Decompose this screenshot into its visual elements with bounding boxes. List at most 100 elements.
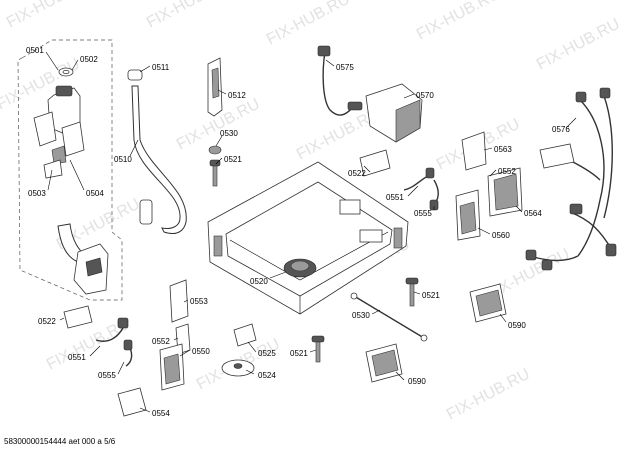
aquastop-fitting — [85, 257, 103, 277]
base-tub-block — [359, 229, 383, 243]
part-label-0553: 0553 — [190, 297, 208, 306]
part-label-0510: 0510 — [114, 155, 132, 164]
part-label-0525: 0525 — [258, 349, 276, 358]
leader-0521b — [413, 291, 421, 295]
bracket-0554 — [117, 387, 147, 417]
pump-sump-inner — [290, 260, 310, 272]
part-label-0522: 0522 — [38, 317, 56, 326]
bracket-0563 — [461, 131, 487, 171]
base-tub-corner — [213, 235, 223, 257]
leader-0551b — [89, 345, 101, 357]
valve-clip — [51, 145, 67, 165]
harness-connector — [605, 243, 617, 257]
part-label-0521: 0521 — [290, 349, 308, 358]
drain-hose — [131, 85, 187, 235]
harness-wire — [577, 99, 605, 257]
hinge-0560-plate — [459, 201, 477, 235]
disc-0524-hub — [233, 363, 243, 369]
part-label-0590: 0590 — [508, 321, 526, 330]
part-0525 — [233, 323, 257, 347]
cable-0551-b — [95, 325, 125, 342]
part-label-0576: 0576 — [552, 125, 570, 134]
leader-0502 — [71, 59, 79, 71]
leader-0501 — [45, 51, 59, 71]
screw-0521-head — [209, 159, 221, 167]
rod-0530-end — [420, 334, 428, 342]
part-label-0504: 0504 — [86, 189, 104, 198]
leader-0525 — [247, 341, 257, 353]
leader-0576 — [565, 117, 577, 129]
screw-0521-b-shaft — [409, 283, 415, 307]
harness-connector — [599, 87, 611, 99]
leader-0511 — [139, 65, 151, 73]
part-label-0552: 0552 — [152, 337, 170, 346]
valve-washer-hole — [62, 70, 70, 75]
watermark: FIX-HUB.RU — [4, 0, 93, 32]
filter-0590-b-ribs — [371, 349, 399, 377]
sensor-0555-b-head — [123, 339, 133, 351]
part-label-0590: 0590 — [408, 377, 426, 386]
leader-0504 — [69, 159, 85, 191]
harness-connector — [575, 91, 587, 103]
leader-0570 — [403, 93, 415, 99]
watermark: FIX-HUB.RU — [144, 0, 233, 32]
leader-0503 — [47, 169, 53, 191]
leader-0522a — [363, 165, 371, 173]
part-label-0554: 0554 — [152, 409, 170, 418]
valve-outlet — [33, 111, 57, 147]
harness-connector — [569, 203, 583, 215]
control-module-0570-side — [395, 99, 421, 143]
leader-0510 — [129, 139, 139, 157]
valve-nut — [55, 85, 73, 97]
cable-0551-a-end — [425, 167, 435, 179]
leader-0564 — [515, 205, 523, 213]
valve-assembly-group — [17, 39, 123, 301]
watermark: FIX-HUB.RU — [414, 0, 503, 44]
base-tub-0520 — [207, 161, 409, 315]
leader-0590b — [395, 371, 405, 381]
part-label-0550: 0550 — [192, 347, 210, 356]
leader-0560 — [477, 227, 491, 235]
part-label-0575: 0575 — [336, 63, 354, 72]
hose-clamp — [127, 69, 143, 81]
base-tub-block — [339, 199, 361, 215]
harness-wire — [603, 95, 613, 219]
leader-0553 — [183, 299, 189, 303]
leader-0552a — [489, 169, 497, 177]
leader-0575 — [325, 59, 335, 67]
part-label-0555: 0555 — [98, 371, 116, 380]
document-footer: 58300000154444 aet 000 a 5/6 — [4, 437, 116, 446]
part-label-0522: 0522 — [348, 169, 366, 178]
base-tub-corner — [393, 227, 403, 249]
filter-0590-a-ribs — [475, 289, 503, 317]
leader-0552b — [173, 337, 179, 341]
cable-0575-connector — [347, 101, 363, 111]
watermark: FIX-HUB.RU — [534, 16, 623, 74]
bracket-0553 — [169, 279, 189, 323]
part-label-0560: 0560 — [492, 231, 510, 240]
cable-0575-plug — [317, 45, 331, 57]
leader-0530b — [371, 309, 381, 315]
leader-lines — [45, 51, 577, 413]
valve-coil — [61, 121, 85, 157]
leader-0524 — [245, 369, 255, 375]
part-label-0563: 0563 — [494, 145, 512, 154]
drain-hose-group — [127, 69, 187, 235]
part-label-0524: 0524 — [258, 371, 276, 380]
valve-connector — [43, 159, 63, 179]
screw-0521-c-head — [311, 335, 325, 343]
watermark: FIX-HUB.RU — [264, 0, 353, 49]
leader-0550 — [179, 349, 191, 357]
hinge-0550-plate — [163, 353, 181, 385]
leader-0563 — [483, 147, 493, 151]
grommet-0530 — [208, 145, 222, 155]
part-label-0501: 0501 — [26, 46, 44, 55]
part-label-0502: 0502 — [80, 55, 98, 64]
dashed-group-outline — [17, 39, 123, 301]
rod-0530-end — [350, 292, 358, 300]
hose-fitting — [139, 199, 153, 225]
leader-0554 — [139, 407, 151, 413]
screw-0521-c-shaft — [315, 341, 321, 363]
part-label-0503: 0503 — [28, 189, 46, 198]
leader-0530a — [215, 135, 223, 147]
